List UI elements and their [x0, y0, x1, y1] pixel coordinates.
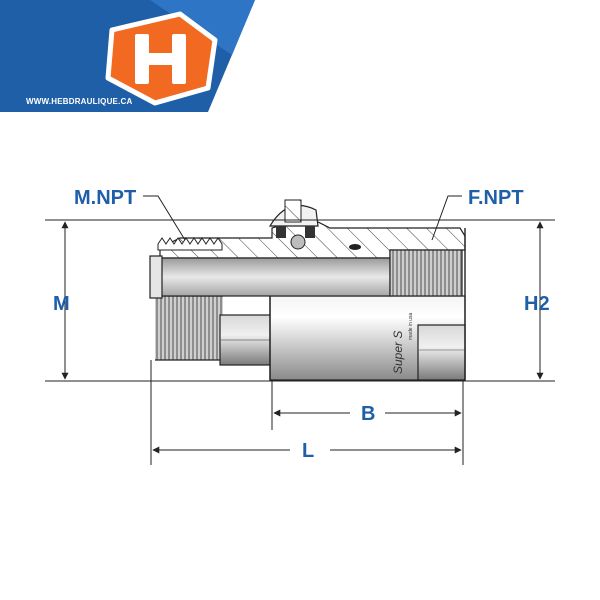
male-thread-lower — [155, 296, 223, 360]
logo-banner: WWW.HEBDRAULIQUE.CA — [0, 0, 255, 112]
fitting-body: Super S made in usa — [149, 199, 466, 381]
m-npt-label: M.NPT — [74, 187, 136, 209]
l-label: L — [302, 440, 314, 462]
ball-lock-detail — [268, 199, 361, 250]
brand-marking: Super S — [391, 331, 405, 374]
dimension-lines — [45, 195, 555, 465]
dimension-labels: M.NPT F.NPT M H2 B L — [53, 187, 550, 462]
front-face — [149, 255, 163, 299]
h2-label: H2 — [524, 293, 550, 315]
b-label: B — [361, 403, 375, 425]
website-url: WWW.HEBDRAULIQUE.CA — [26, 97, 132, 106]
male-thread-upper — [157, 237, 223, 251]
female-hex-flat — [417, 324, 466, 381]
made-in-marking: made in usa — [408, 313, 414, 340]
female-thread-internal — [389, 249, 463, 297]
internal-bore — [159, 257, 391, 297]
m-label: M — [53, 293, 70, 315]
f-npt-label: F.NPT — [468, 187, 524, 209]
h-letter-icon — [135, 34, 186, 84]
f-npt-leader — [431, 195, 462, 241]
m-npt-leader — [143, 195, 186, 241]
